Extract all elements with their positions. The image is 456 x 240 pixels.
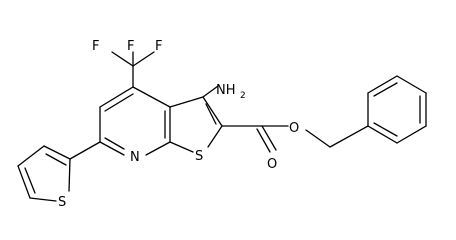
amino-nitrogen-label: NH (216, 83, 236, 98)
bond-thn-s-c2 (68, 158, 71, 192)
bond-pyr-c4-c3a (132, 86, 171, 108)
molecule-drawing: F F F NH 2 N S S O O (17, 39, 427, 210)
bond-c3-n (202, 85, 219, 98)
bond-c6-thienyl (69, 141, 101, 160)
bond-carbonyl-o-double (261, 125, 277, 151)
bond-thn-c5-s (29, 197, 57, 202)
thiophene-sulfur-label: S (58, 195, 66, 210)
bond-ph-3 (396, 75, 427, 94)
bond-pyr-n-c6 (99, 141, 125, 156)
bond-th-c3a-c3 (169, 96, 204, 108)
bond-pyr-c5-c4-inner (104, 93, 134, 112)
bond-thn-c2-c3-inner (45, 153, 67, 166)
bond-c-f-left (111, 51, 134, 67)
bond-carbonyl-o-double-inner (256, 128, 271, 153)
bond-th-c2-s (207, 125, 223, 148)
pyridine-nitrogen-label: N (130, 150, 140, 165)
bond-ester-o-ch2 (305, 129, 331, 148)
bond-ph-6 (367, 125, 398, 144)
fluorine-left-label: F (92, 39, 99, 54)
fluorine-right-label: F (155, 39, 162, 54)
bond-th-c3-c2-inner (205, 103, 217, 125)
bond-ph-6-inner (373, 122, 398, 137)
structure-canvas: F F F NH 2 N S S O O (17, 39, 427, 210)
bond-pyr-c5-c4 (99, 86, 134, 108)
fluorine-top-label: F (127, 39, 134, 54)
bond-ph-2-inner (373, 82, 398, 97)
thieno-sulfur-label: S (195, 149, 203, 164)
bond-pyr-c7a-n (145, 141, 171, 156)
bond-th-s-c7a (169, 141, 194, 153)
bond-ch2-phenyl (329, 125, 369, 148)
bond-th-c3-c2 (202, 96, 223, 127)
bond-ph-2 (367, 75, 398, 94)
amino-hydrogen-subscript: 2 (240, 91, 246, 101)
bond-thn-c3-c4 (17, 145, 45, 167)
bond-c-f-right (132, 51, 155, 67)
bond-pyr-n-c6-inner (104, 137, 125, 150)
carbonyl-oxygen-label: O (267, 157, 277, 172)
bond-thn-c2-c3 (43, 145, 71, 160)
bond-thn-c4-c5-inner (24, 167, 36, 194)
ester-oxygen-label: O (289, 121, 299, 136)
bond-ph-5 (396, 125, 427, 144)
bond-thn-c4-c5 (17, 165, 31, 199)
